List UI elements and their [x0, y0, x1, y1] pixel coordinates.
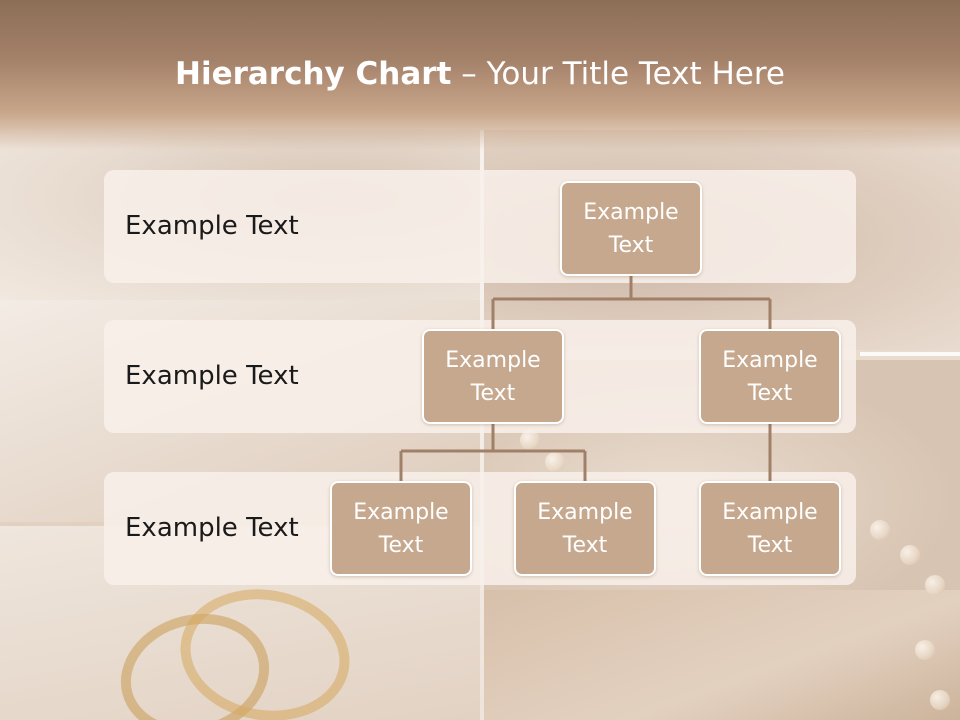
node-level2-left[interactable]: Example Text — [422, 329, 564, 424]
node-level3-middle[interactable]: Example Text — [514, 481, 656, 576]
pearl-image — [930, 690, 950, 710]
level-label-1: Example Text — [125, 211, 299, 241]
node-level2-right[interactable]: Example Text — [699, 329, 841, 424]
slide-title-bold: Hierarchy Chart — [175, 56, 452, 92]
collage-divider — [860, 352, 960, 356]
node-level2-right-label: Example Text — [722, 347, 818, 406]
node-root[interactable]: Example Text — [560, 181, 702, 276]
level-band-1: Example Text — [104, 170, 856, 283]
node-level3-left[interactable]: Example Text — [330, 481, 472, 576]
node-level3-right-label: Example Text — [722, 499, 818, 558]
node-level3-right[interactable]: Example Text — [699, 481, 841, 576]
slide-title-rest: – Your Title Text Here — [451, 56, 785, 92]
node-level2-left-label: Example Text — [445, 347, 541, 406]
level-label-2: Example Text — [125, 361, 299, 391]
slide-title: Hierarchy Chart – Your Title Text Here — [0, 56, 960, 92]
background-photo-ribbon — [484, 590, 960, 720]
pearl-image — [900, 545, 920, 565]
node-level3-middle-label: Example Text — [537, 499, 633, 558]
node-level3-left-label: Example Text — [353, 499, 449, 558]
node-root-label: Example Text — [583, 199, 679, 258]
pearl-image — [915, 640, 935, 660]
pearl-image — [520, 430, 540, 450]
pearl-image — [545, 452, 565, 472]
header-bar: Hierarchy Chart – Your Title Text Here — [0, 0, 960, 150]
pearl-image — [925, 575, 945, 595]
pearl-image — [870, 520, 890, 540]
level-label-3: Example Text — [125, 513, 299, 543]
